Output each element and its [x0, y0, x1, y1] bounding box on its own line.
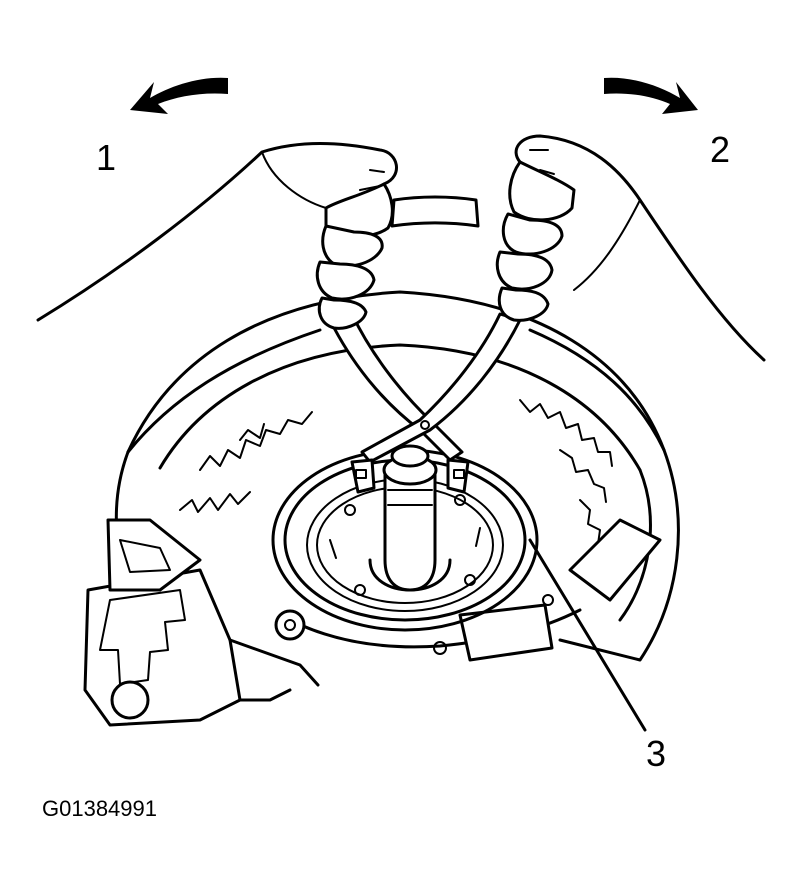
input-shaft	[368, 444, 452, 592]
callout-label-2: 2	[710, 129, 731, 170]
valve-body-bracket	[83, 518, 320, 727]
figure-id: G01384991	[42, 796, 157, 821]
curved-arrow-left-icon	[130, 77, 228, 114]
transmission-housing	[114, 290, 680, 662]
snap-ring-pliers	[328, 312, 522, 494]
curved-arrow-right-icon	[604, 77, 698, 114]
snap-ring	[390, 195, 480, 228]
left-hand	[36, 142, 398, 454]
callout-label-1: 1	[96, 137, 117, 178]
right-hand	[495, 134, 766, 452]
callout-label-3: 3	[646, 733, 667, 774]
callout-3-leader	[528, 538, 647, 732]
